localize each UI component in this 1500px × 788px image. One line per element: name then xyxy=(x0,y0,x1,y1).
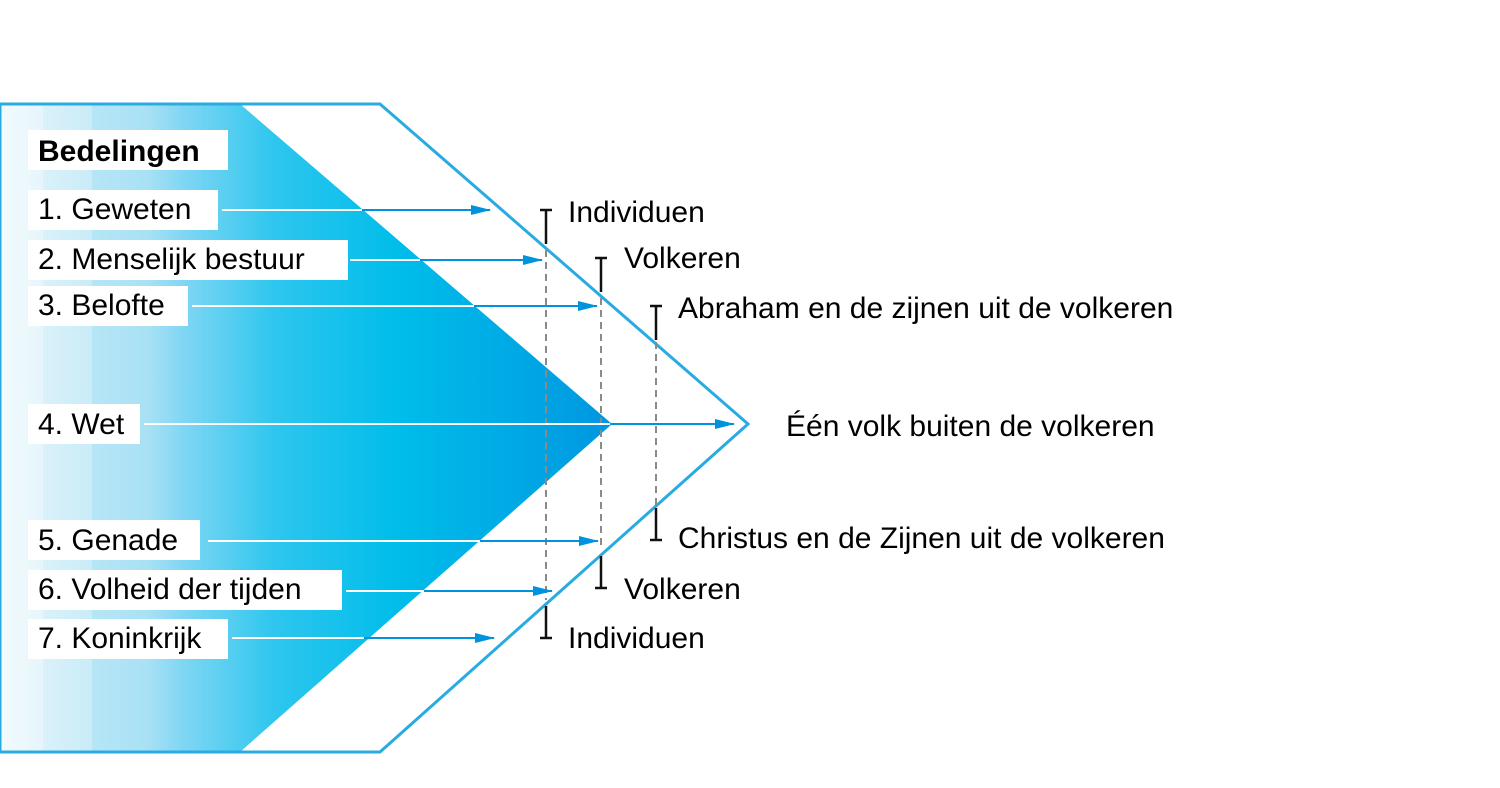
diagram-title: Bedelingen xyxy=(38,135,200,168)
label-backgrounds xyxy=(28,130,348,659)
group-label-7: Individuen xyxy=(568,622,705,655)
group-label-2: Volkeren xyxy=(624,242,741,275)
dispensation-label-2: 2. Menselijk bestuur xyxy=(38,243,305,276)
group-label-1: Individuen xyxy=(568,196,705,229)
dispensation-label-5: 5. Genade xyxy=(38,524,178,557)
dispensation-label-6: 6. Volheid der tijden xyxy=(38,573,302,606)
group-label-4: Één volk buiten de volkeren xyxy=(786,410,1155,443)
dispensation-label-4: 4. Wet xyxy=(38,408,125,441)
connector-arrows xyxy=(144,205,735,643)
group-label-6: Volkeren xyxy=(624,573,741,606)
group-label-3: Abraham en de zijnen uit de volkeren xyxy=(678,292,1173,325)
dispensation-label-1: 1. Geweten xyxy=(38,193,191,226)
group-label-5: Christus en de Zijnen uit de volkeren xyxy=(678,522,1165,555)
dispensation-label-7: 7. Koninkrijk xyxy=(38,622,202,655)
chevron-outline xyxy=(0,102,751,754)
brackets xyxy=(540,208,662,640)
dispensation-label-3: 3. Belofte xyxy=(38,289,165,322)
